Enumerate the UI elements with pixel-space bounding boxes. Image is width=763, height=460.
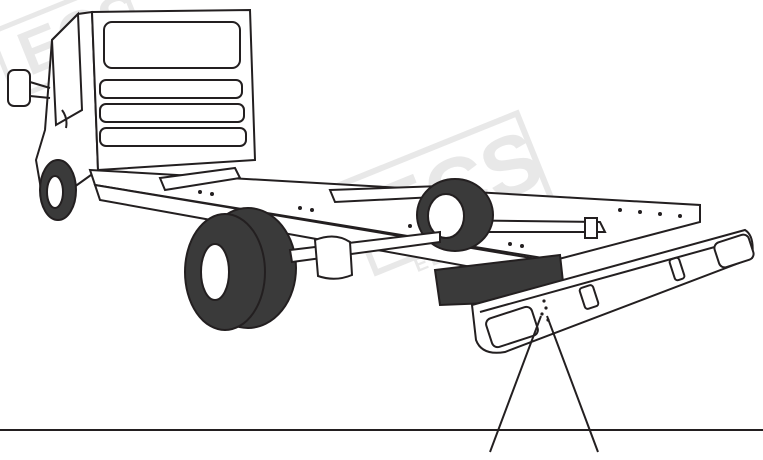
truck-cab <box>7 8 257 221</box>
rear-axle-assembly <box>184 178 567 331</box>
rear-bumper <box>470 228 755 354</box>
